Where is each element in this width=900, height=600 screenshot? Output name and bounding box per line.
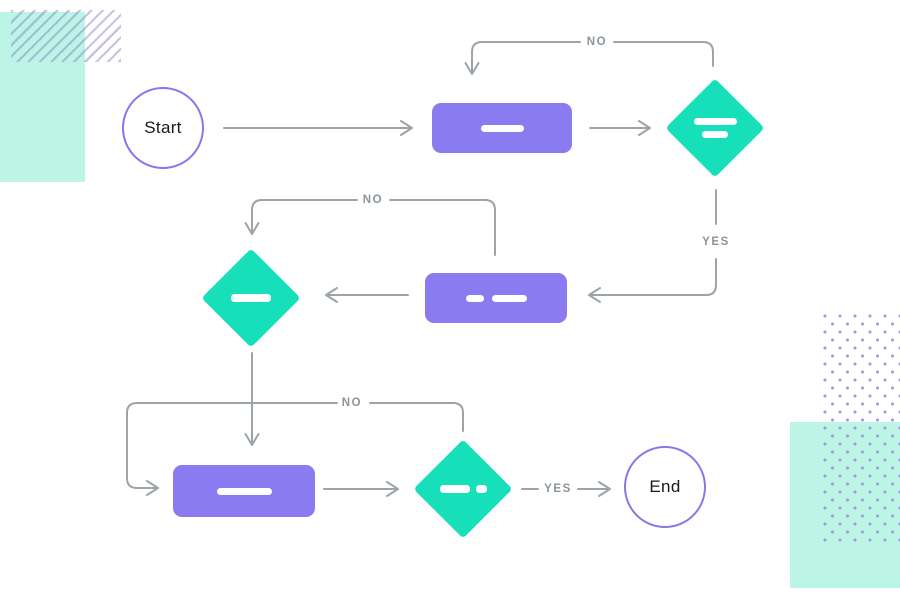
- edge-label-yes-2: YES: [544, 483, 572, 495]
- edge-process1-to-decision1: [589, 120, 651, 136]
- edge-decision1-no-loop: [464, 41, 714, 75]
- placeholder-line: [216, 487, 272, 495]
- edge-decision1-yes-to-process2: [588, 189, 717, 303]
- end-node-label: End: [649, 477, 681, 496]
- edge-decision2-no-loop: [244, 199, 496, 256]
- process-node-1[interactable]: [432, 103, 572, 153]
- start-node-label: Start: [144, 118, 182, 137]
- decorative-diagonal-stripes: [11, 10, 121, 62]
- process-node-3[interactable]: [173, 465, 315, 517]
- start-node[interactable]: Start: [122, 87, 204, 169]
- edge-label-no-2: NO: [362, 194, 384, 206]
- edge-process3-to-decision3: [323, 481, 399, 497]
- decorative-teal-square-top-left: [0, 12, 85, 182]
- placeholder-line: [439, 485, 470, 493]
- edge-process2-to-decision2: [325, 287, 409, 303]
- placeholder-line: [693, 118, 737, 125]
- decision-node-1-placeholder: [665, 93, 765, 163]
- edge-start-to-process1: [223, 120, 413, 136]
- placeholder-line: [480, 124, 524, 132]
- placeholder-line: [465, 294, 484, 302]
- process-node-2[interactable]: [425, 273, 567, 323]
- placeholder-line: [231, 294, 271, 302]
- decorative-dot-grid: [820, 312, 900, 544]
- placeholder-line: [702, 131, 728, 138]
- placeholder-line: [475, 485, 487, 493]
- decision-node-2-placeholder: [201, 263, 301, 333]
- decision-node-3-placeholder: [413, 454, 513, 524]
- edge-decision3-yes-to-end: [521, 481, 611, 497]
- edge-decision3-no-loop: [126, 402, 464, 496]
- end-node[interactable]: End: [624, 446, 706, 528]
- edge-label-no-1: NO: [586, 36, 608, 48]
- edge-label-no-3: NO: [341, 397, 363, 409]
- placeholder-line: [491, 294, 527, 302]
- edge-decision2-to-process3: [244, 352, 260, 446]
- edge-label-yes-1: YES: [702, 236, 730, 248]
